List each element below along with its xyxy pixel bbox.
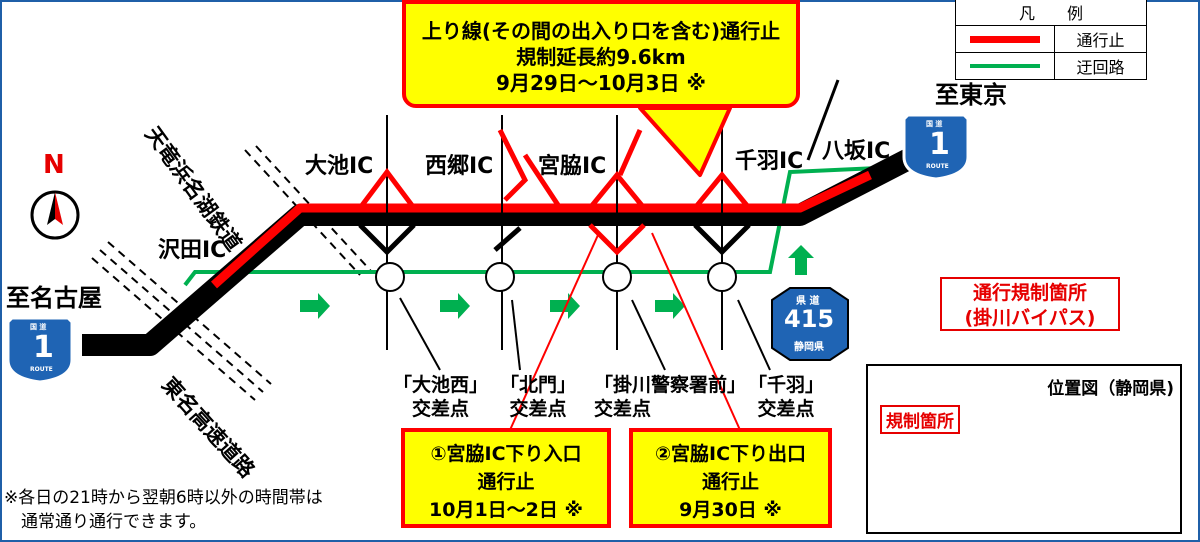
inset-regulation-tag: 規制箇所 [880,405,960,434]
route-1-east-top: 国 道 [926,120,943,128]
ic-label-miyawaki: 宮脇IC [538,154,607,179]
intersection-label-kitamon: 「北門」 交差点 [500,373,576,421]
intersection-circles [375,262,737,292]
intersection-suffix: 交差点 [594,398,652,420]
lower-ramps [358,223,751,256]
route-1-west-bottom: ROUTE [30,366,53,373]
direction-tokyo: 至東京 [935,81,1007,109]
miyawaki-lower-ramps [588,223,646,256]
route-415-bottom: 静岡県 [794,342,824,353]
regulation-line2: (掛川バイパス) [964,307,1096,329]
closure-callout-line3: 9月29日～10月3日 ※ [496,71,706,95]
closure-callout-line1: 上り線(その間の出入り口を含む)通行止 [421,19,781,43]
ic-label-yasaka: 八坂IC [822,139,891,164]
intersection-suffix: 交差点 [509,398,567,420]
exit-callout-line2: 通行止 [701,471,759,493]
detour-route [183,166,879,287]
entry-closure-callout: ①宮脇IC下り入口 通行止 10月1日～2日 ※ [401,428,611,528]
intersection-name: 「掛川警察署前」 [594,374,747,396]
direction-nagoya: 至名古屋 [6,284,102,312]
intersection-name: 「大池西」 [393,374,489,396]
inset-title: 位置図（静岡県) [1047,379,1174,399]
legend-swatch-detour [955,52,1055,80]
footnote-line1: ※各日の21時から翌朝6時以外の時間帯は [4,488,323,508]
exit-callout-line1: ②宮脇IC下り出口 [654,443,807,465]
footnote: ※各日の21時から翌朝6時以外の時間帯は 通常通り通行できます。 [4,486,323,534]
ic-label-saigo: 西郷IC [425,154,494,179]
exit-callout-line3: 9月30日 ※ [679,499,782,521]
detour-arrows [300,245,814,319]
regulation-line1: 通行規制箇所 [972,282,1087,304]
footnote-line2: 通常通り通行できます。 [4,512,207,532]
ic-label-senba: 千羽IC [735,149,804,174]
callout-pointers [509,232,741,431]
callout-tail [638,106,732,177]
route-415-top: 県 道 [796,296,820,307]
route-415-number: 415 [784,305,835,333]
route-1-west-top: 国 道 [30,323,47,331]
legend-label-closure: 通行止 [1054,25,1147,53]
route-1-east-bottom: ROUTE [926,163,949,170]
route-1-shield-west [6,316,74,384]
legend: 凡 例 通行止 迂回路 [955,0,1147,80]
compass [30,190,80,240]
entry-callout-line2: 通行止 [477,471,535,493]
entry-callout-line3: 10月1日～2日 ※ [429,499,583,521]
north-label: N [43,150,65,180]
intersection-name: 「北門」 [500,374,577,396]
main-road [82,138,936,356]
location-inset-map: 位置図（静岡県) 規制箇所 [866,364,1182,534]
intersection-label-police: 「掛川警察署前」 交差点 [594,373,746,421]
exit-closure-callout: ②宮脇IC下り出口 通行止 9月30日 ※ [629,428,832,528]
intersection-name: 「千羽」 [748,374,825,396]
closure-callout: 上り線(その間の出入り口を含む)通行止 規制延長約9.6km 9月29日～10月… [402,0,800,108]
intersection-label-senba: 「千羽」 交差点 [748,373,824,421]
closure-callout-line2: 規制延長約9.6km [516,45,686,69]
upper-ramps [358,128,751,210]
route-1-shield-east [902,113,970,181]
intersection-suffix: 交差点 [757,398,815,420]
intersection-label-oikenishi: 「大池西」 交差点 [393,373,488,421]
entry-callout-line1: ①宮脇IC下り入口 [430,443,582,465]
legend-swatch-closure [955,25,1055,53]
legend-label-detour: 迂回路 [1054,52,1147,80]
closure-segment [210,170,872,289]
route-1-east-number: 1 [929,127,950,162]
intersection-suffix: 交差点 [412,398,470,420]
route-1-west-number: 1 [33,330,54,365]
ic-label-sawada: 沢田IC [158,238,227,263]
ic-lines [386,79,840,350]
pointer-arrows [399,297,771,371]
route-415-shield [771,287,849,361]
legend-header: 凡 例 [955,0,1147,26]
regulation-location-box: 通行規制箇所 (掛川バイパス) [940,277,1120,331]
ic-label-oike: 大池IC [305,154,374,179]
